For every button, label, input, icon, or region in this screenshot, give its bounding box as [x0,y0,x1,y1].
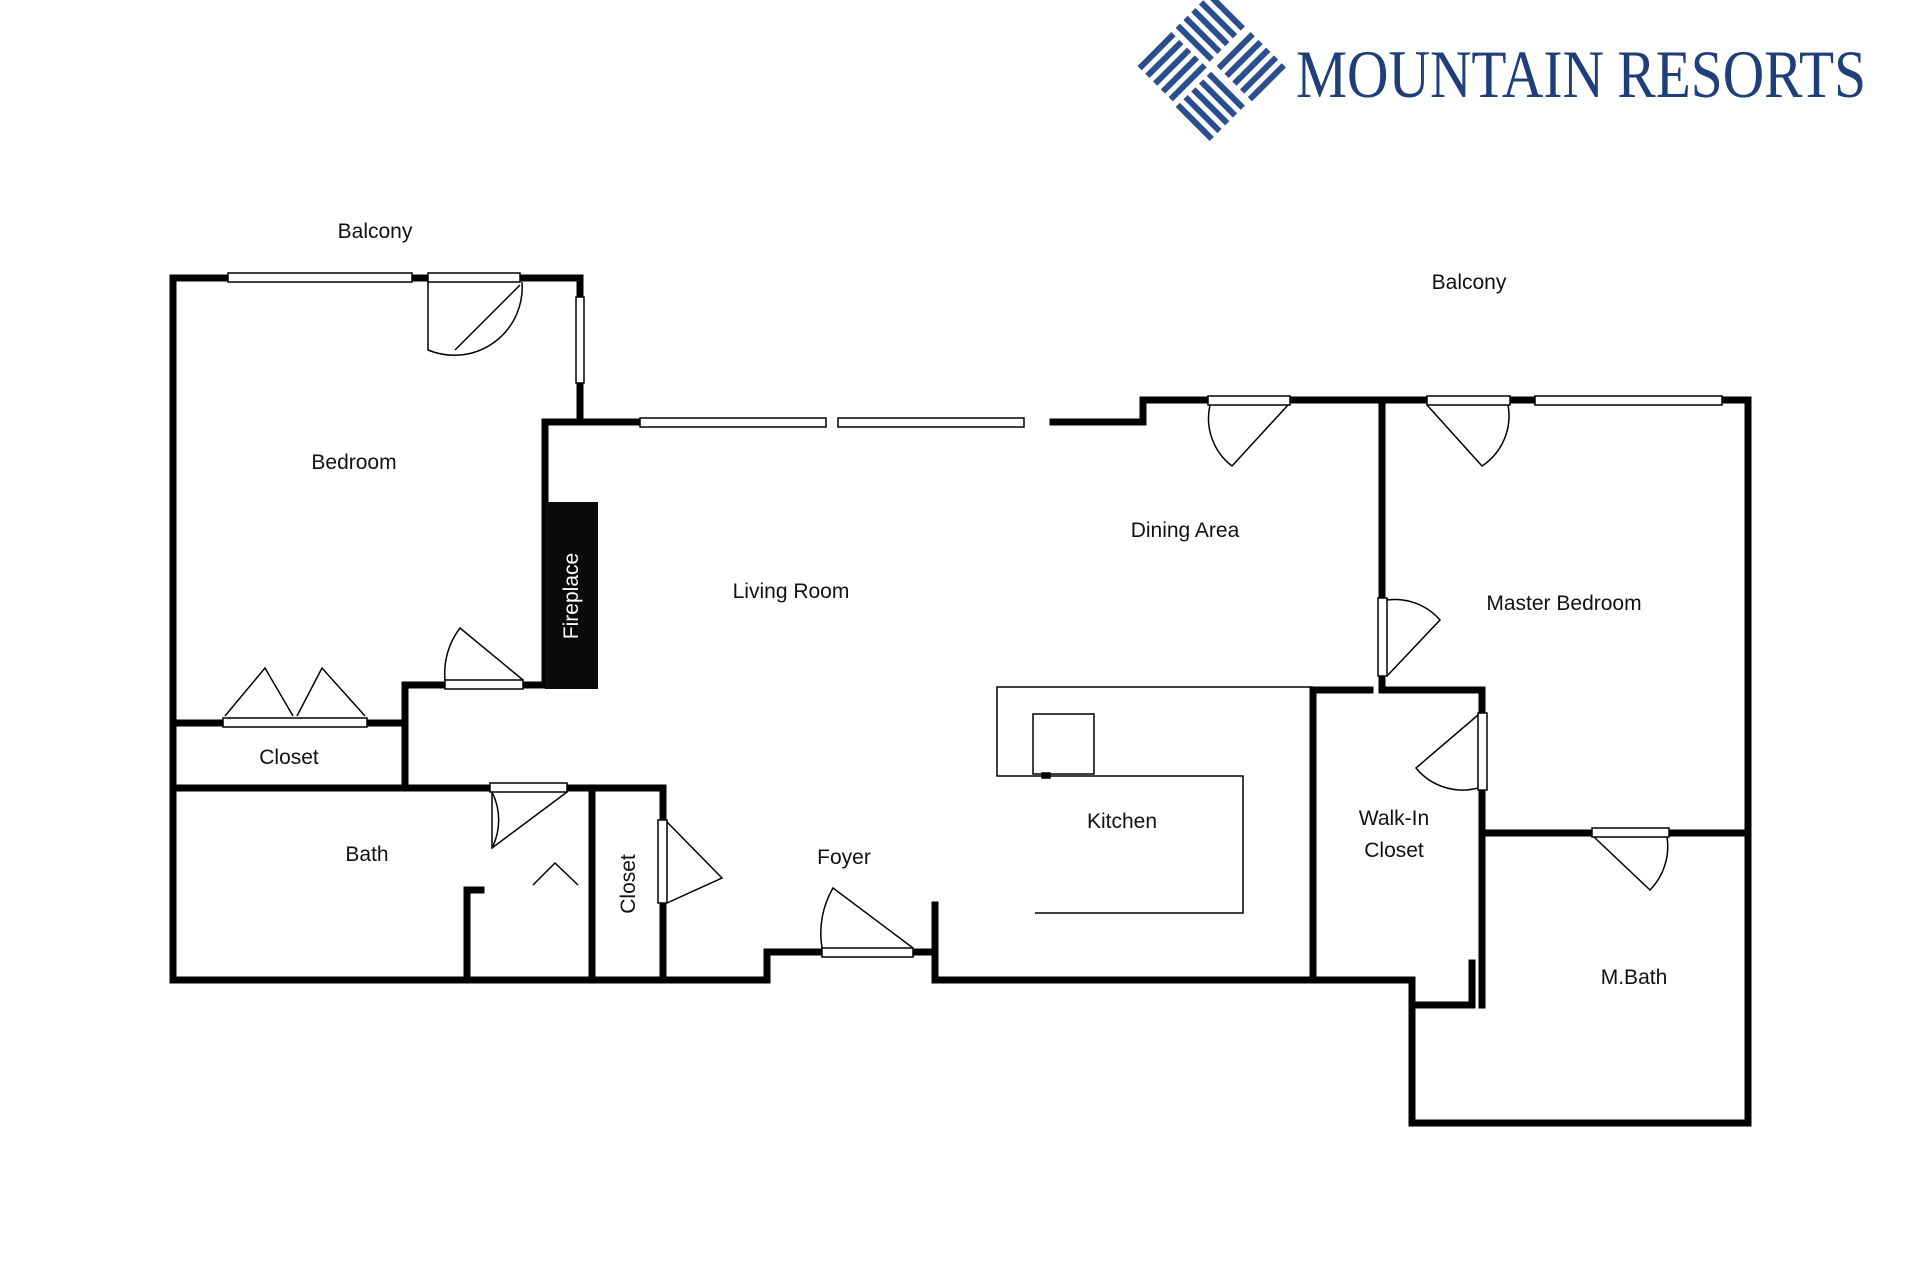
window-bedroom-north [227,272,413,283]
wall-south-1 [169,948,826,984]
label-master-bedroom: Master Bedroom [1486,592,1641,615]
door-hall-closet-leaf [666,821,724,904]
doors [222,272,1670,958]
door-bedroom-entry-swing [443,626,524,681]
door-hall-closet-frame [657,819,668,904]
door-mbath-swing [1593,836,1669,892]
label-bath: Bath [345,843,388,866]
window-bedroom-east [575,296,585,384]
logo-word-2: Resorts [1617,36,1866,112]
fireplace: Fireplace [545,502,598,689]
wall-walkin-top [1383,686,1486,717]
fireplace-block [545,502,598,689]
label-living-room: Living Room [733,580,850,603]
kitchen-appliance-handle [1041,772,1051,779]
door-bedroom-balcony-frame [427,272,521,283]
door-dining-frame [1207,395,1291,406]
logo-text: MountainResorts [1296,36,1866,112]
wall-living-north-2 [1049,396,1212,426]
door-front-frame [821,947,914,958]
wall-south-3 [1308,959,1476,1009]
door-master-entry-swing [1386,598,1442,677]
kitchen-counters [996,686,1313,914]
door-bedroom-balcony-swing [427,281,523,356]
logo-mark-icon [1137,0,1286,141]
windows [227,272,1723,428]
door-master-balcony-frame [1426,395,1511,406]
door-walkin-swing [1414,714,1479,791]
logo: MountainResorts [1137,0,1866,141]
window-living-1 [639,417,827,428]
wall-closet-east [401,681,449,787]
label-master-bath: M.Bath [1601,966,1668,989]
label-balcony-left: Balcony [338,220,413,243]
label-kitchen: Kitchen [1087,810,1157,833]
label-balcony-right: Balcony [1432,271,1507,294]
door-mbath-frame [1591,827,1670,838]
label-closet-hall: Closet [617,854,640,914]
logo-word-1: Mountain [1296,36,1604,112]
label-bedroom: Bedroom [311,451,396,474]
bath-fixture-outline [532,861,579,886]
wall-south-2 [931,901,1316,984]
wall-mbath-outer [1408,396,1752,1127]
door-master-entry-frame [1377,597,1388,677]
door-master-balcony-swing [1426,404,1510,467]
door-closet-bifold-frame [222,717,368,728]
label-closet-bedroom: Closet [259,746,319,769]
room-labels: Balcony Balcony Bedroom Living Room Dini… [259,220,1667,989]
label-dining-area: Dining Area [1131,519,1240,542]
door-bath-swing [491,791,500,849]
kitchen-counter-outline [996,686,1313,914]
wall-bath-top-2 [563,784,667,824]
wall-bed-north-3 [516,274,584,301]
door-closet-bifold-left [224,666,294,717]
walls [169,274,1752,1127]
door-bedroom-entry-frame [444,679,524,690]
label-walkin-line1: Walk-In [1359,807,1429,830]
fireplace-label: Fireplace [560,553,583,639]
door-bedroom-balcony-leaf [454,284,521,351]
door-front-swing [820,886,914,949]
window-living-2 [837,417,1025,428]
kitchen-appliance [1032,713,1095,775]
door-walkin-frame [1477,712,1488,791]
door-bath-leaf [491,791,568,850]
label-foyer: Foyer [817,846,871,869]
door-bath-frame [489,782,568,793]
label-walkin-line2: Closet [1364,839,1424,862]
window-master-north [1534,395,1723,406]
door-closet-bifold-right [296,666,366,717]
door-dining-swing [1207,404,1289,468]
